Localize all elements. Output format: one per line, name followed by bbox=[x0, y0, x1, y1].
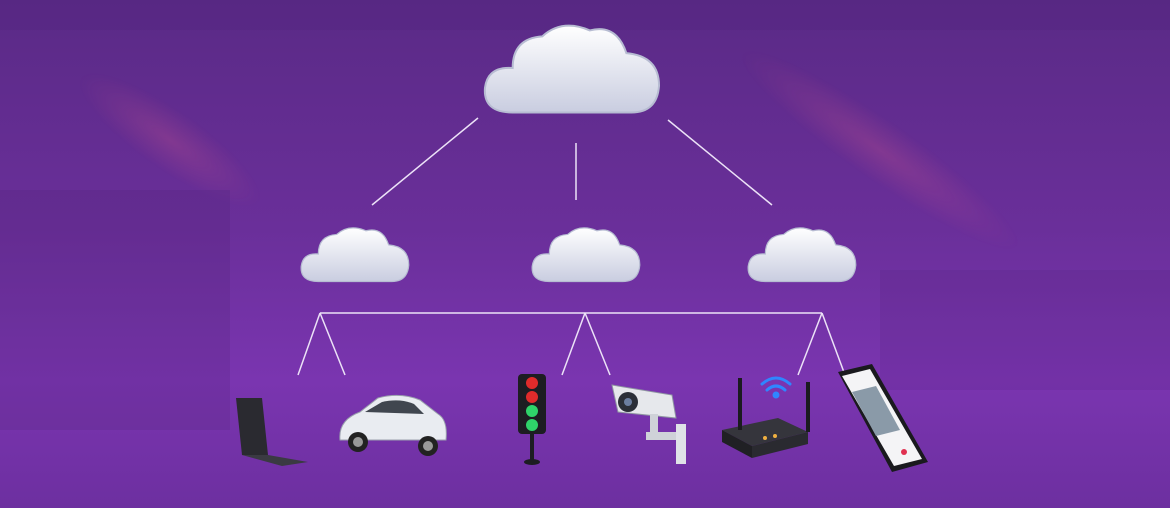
smartphone-icon bbox=[838, 364, 928, 472]
traffic-light-icon bbox=[518, 374, 546, 465]
central-cloud-icon bbox=[483, 24, 661, 114]
connector-lines bbox=[297, 117, 846, 376]
wifi-router-icon bbox=[722, 376, 810, 458]
car-icon bbox=[339, 394, 447, 456]
security-camera-icon bbox=[611, 384, 686, 464]
edge-cloud-icon bbox=[747, 227, 857, 283]
edge-cloud-icon bbox=[300, 227, 410, 283]
background-decoration bbox=[0, 0, 1170, 430]
wifi-signal-icon bbox=[760, 376, 792, 399]
edge-cloud-icon bbox=[531, 227, 641, 283]
laptop-icon bbox=[236, 398, 308, 466]
